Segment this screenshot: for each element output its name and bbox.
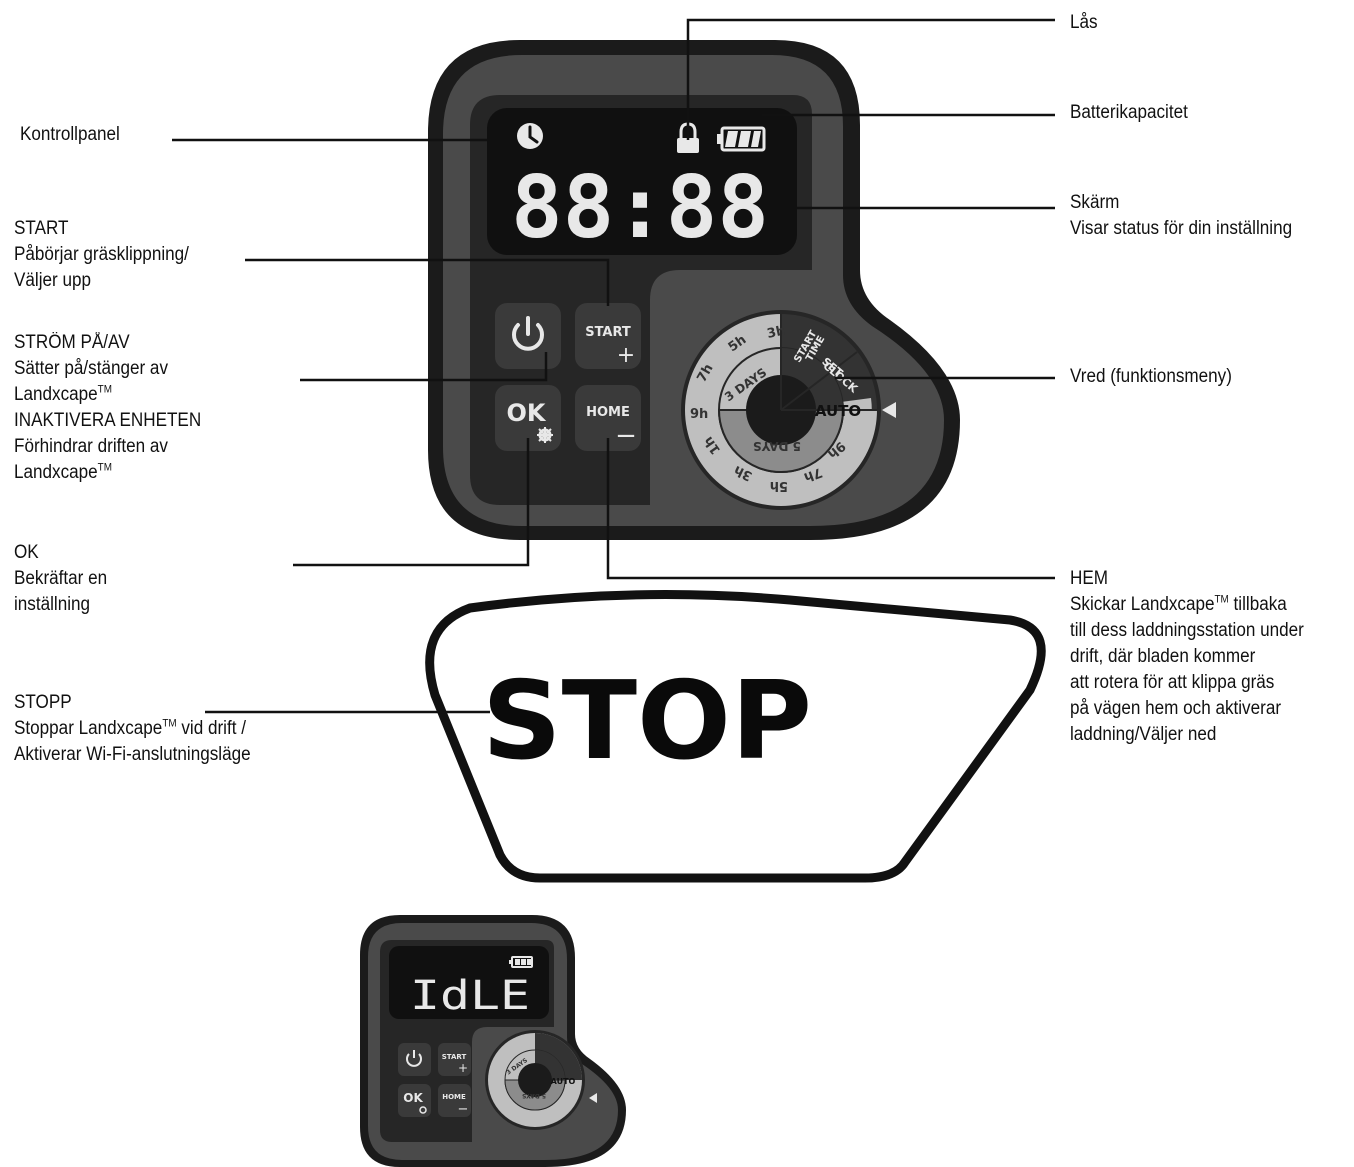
battery-icon: [717, 126, 766, 152]
small-minus-label: −: [458, 1102, 469, 1117]
start-button-label: START: [585, 325, 631, 340]
small-display-text: IdLE: [410, 973, 530, 1019]
screen: [487, 108, 797, 255]
small-dial-5days[interactable]: 5 DAYS: [522, 1092, 546, 1099]
dial-5days[interactable]: 5 DAYS: [753, 439, 801, 453]
label-power: STRÖM PÅ/AV Sätter på/stänger av Landxca…: [14, 332, 202, 483]
small-ok-button[interactable]: OK: [398, 1084, 431, 1117]
stop-button-outline: [425, 590, 1046, 883]
power-button[interactable]: [495, 303, 561, 369]
label-start: START Påbörjar gräsklippning/ Väljer upp: [14, 218, 189, 291]
leader-lines: [172, 18, 1055, 714]
function-dial[interactable]: AUTO SET CLOCK START TIME 3 DAYS 5 DAYS …: [681, 310, 881, 510]
home-button[interactable]: HOME −: [575, 385, 641, 451]
gear-icon: [537, 427, 553, 443]
label-screen: Skärm Visar status för din inställning: [1070, 192, 1293, 239]
small-dial-auto[interactable]: AUTO: [551, 1077, 576, 1086]
label-dial: Vred (funktionsmeny): [1070, 366, 1232, 387]
leader-home: [606, 438, 1055, 580]
small-battery-icon: [509, 956, 533, 968]
small-power-button[interactable]: [398, 1043, 431, 1076]
leader-start: [245, 258, 610, 306]
small-plus-label: +: [458, 1061, 468, 1075]
leader-las: [686, 18, 1055, 140]
stop-button[interactable]: STOP: [425, 590, 1046, 883]
small-dial-pointer-icon: [589, 1093, 597, 1103]
control-panel-device: 88:88 START + OK HOME −: [428, 40, 960, 540]
small-device-idle: IdLE START + OK HOME −: [360, 915, 626, 1167]
plus-label: +: [617, 343, 635, 368]
minus-label: −: [615, 421, 637, 451]
display-digits: 88:88: [511, 158, 769, 258]
dial-auto[interactable]: AUTO: [815, 402, 861, 420]
small-start-label: START: [442, 1053, 467, 1061]
label-panel: Kontrollpanel: [20, 124, 120, 145]
clock-icon: [517, 123, 543, 149]
label-battery: Batterikapacitet: [1070, 102, 1188, 123]
leader-power: [300, 352, 548, 382]
dial-outer-4[interactable]: 9h: [690, 407, 708, 422]
small-home-label: HOME: [442, 1093, 466, 1101]
dial-outer-7[interactable]: 5h: [770, 478, 788, 493]
ok-button[interactable]: OK: [495, 385, 561, 451]
small-function-dial[interactable]: AUTO 3 DAYS 5 DAYS: [485, 1030, 585, 1130]
dial-outer-6[interactable]: 7h: [802, 464, 824, 484]
stop-text: STOP: [482, 659, 812, 784]
ok-button-label: OK: [507, 399, 547, 427]
label-stop: STOPP Stoppar LandxcapeTM vid drift / Ak…: [14, 692, 251, 765]
label-home: HEM Skickar LandxcapeTM tillbaka till de…: [1070, 568, 1304, 745]
small-home-button[interactable]: HOME −: [438, 1084, 471, 1117]
label-ok: OK Bekräftar en inställning: [14, 542, 108, 615]
small-ok-label: OK: [403, 1091, 423, 1105]
dial-pointer-icon: [882, 402, 896, 418]
small-screen: [389, 946, 549, 1019]
small-start-button[interactable]: START +: [438, 1043, 471, 1076]
small-gear-icon: [419, 1106, 427, 1114]
dial-outer-1[interactable]: 3h: [766, 323, 787, 341]
leader-ok: [293, 438, 530, 567]
dial-outer-8[interactable]: 3h: [732, 462, 755, 483]
start-button[interactable]: START +: [575, 303, 641, 369]
label-las: Lås: [1070, 12, 1098, 33]
home-button-label: HOME: [586, 405, 630, 420]
